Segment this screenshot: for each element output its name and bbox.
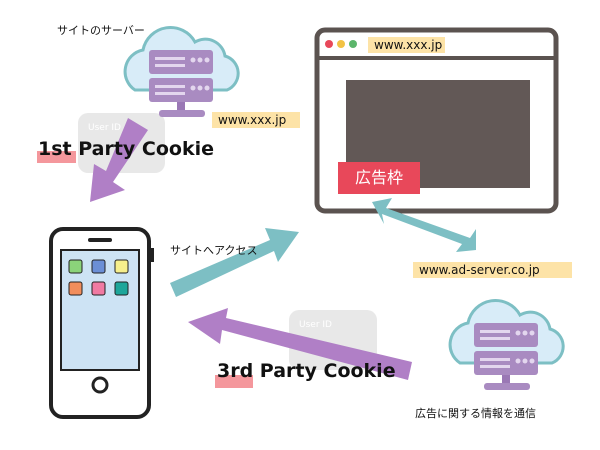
access-arrow bbox=[170, 228, 299, 297]
ad-server-cloud-icon bbox=[448, 298, 565, 390]
site-server-label: サイトのサーバー bbox=[57, 24, 145, 37]
smartphone-icon bbox=[49, 227, 154, 419]
ad-server-domain: www.ad-server.co.jp bbox=[413, 262, 572, 278]
browser-address-bar: www.xxx.jp bbox=[368, 37, 445, 53]
third-party-cookie-label: 3rd Party Cookie bbox=[217, 360, 396, 382]
ad-request-arrow bbox=[372, 198, 476, 252]
third-party-arrow bbox=[188, 308, 412, 380]
user-id-card-label: User ID bbox=[88, 123, 121, 133]
first-party-arrow bbox=[90, 118, 148, 202]
third-party-highlight bbox=[215, 375, 253, 388]
first-party-cookie-label: 1st Party Cookie bbox=[38, 138, 215, 160]
cloud-server-icon bbox=[123, 25, 240, 117]
site-server-domain: www.xxx.jp bbox=[212, 112, 300, 128]
ad-slot-label: 広告枠 bbox=[338, 162, 420, 194]
user-id-card-label: User ID bbox=[299, 320, 332, 330]
ad-server-caption: 広告に関する情報を通信 bbox=[415, 407, 536, 420]
first-party-highlight bbox=[37, 151, 76, 163]
site-access-label: サイトへアクセス bbox=[170, 244, 258, 257]
